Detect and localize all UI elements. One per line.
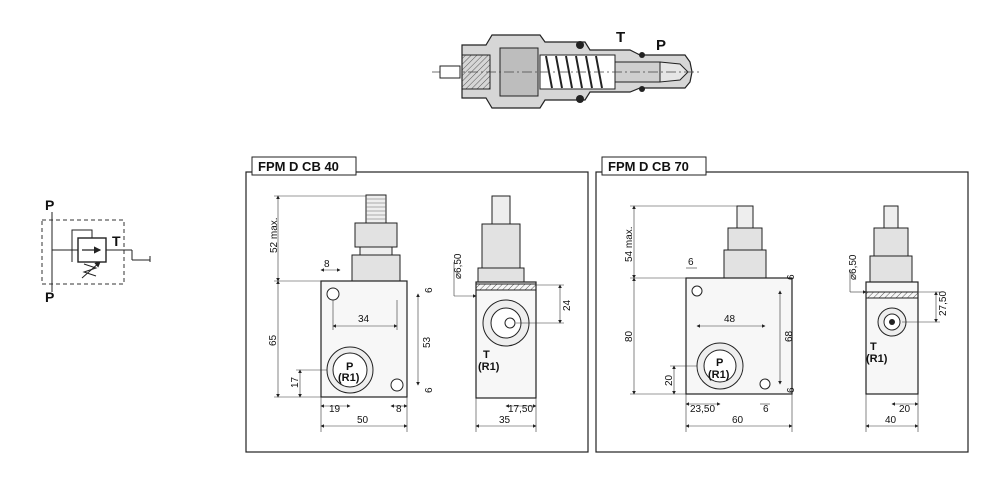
cb40-dim-52max: 52 max. [269,217,280,253]
cb40-dim-17: 17 [290,376,301,388]
cb40-dim-1750: 17,50 [508,404,533,415]
cb70-dia-650: ⌀6,50 [848,254,859,280]
cb70-dim-48: 48 [724,314,736,325]
cb40-dim-65: 65 [268,334,279,346]
cartridge-section: T P [432,29,700,109]
cb40-side-view: T (R1) ⌀6,50 24 17,50 35 [453,195,573,432]
cb40-dim-8: 8 [324,259,330,270]
symbol-port-p-top: P [45,197,54,213]
panel-cb40-frame [245,171,589,453]
spring-symbol [82,263,98,277]
cb70-dim-20: 20 [664,374,675,386]
cb70-side-port: T [870,341,877,353]
cb70-dim-80: 80 [624,330,635,342]
cb70-front-view: P (R1) 54 max. 80 6 6 48 68 6 20 23,50 6 [624,205,797,432]
cb70-dim-6-bottomright: 6 [786,387,797,393]
cb40-dia-650: ⌀6,50 [453,253,464,279]
cb40-dim-35: 35 [499,415,511,426]
panel-cb40-title: FPM D CB 40 [258,159,339,174]
cb40-side-port-code: (R1) [478,361,500,373]
cb70-front-port: P [716,357,723,369]
symbol-dashed-frame [41,219,125,285]
cb40-dim-6-top: 6 [424,287,435,293]
cb70-dim-6-topright: 6 [786,274,797,280]
panel-cb40: FPM D CB 40 P (R1) 52 max. 65 8 [245,156,589,453]
cb40-dim-53: 53 [422,336,433,348]
symbol-port-p-bottom: P [45,289,54,305]
cb40-front-view: P (R1) 52 max. 65 8 34 53 6 6 17 19 [268,194,435,432]
cb70-side-view: T (R1) ⌀6,50 27,50 20 40 [848,205,949,432]
cb70-front-port-code: (R1) [708,369,730,381]
section-port-p: P [656,37,666,54]
section-port-t: T [616,29,625,46]
cb70-dim-6-left: 6 [688,257,694,268]
cb40-dim-8b: 8 [396,404,402,415]
panel-cb70: FPM D CB 70 P (R1) 54 max. 80 6 6 48 [595,156,969,453]
cb40-dim-34: 34 [358,314,370,325]
symbol-port-t: T [112,233,121,249]
cb70-dim-20: 20 [899,404,911,415]
cb70-dim-2750: 27,50 [938,291,949,316]
cb70-side-port-code: (R1) [866,353,888,365]
panel-cb70-title-box [601,156,707,176]
cb40-dim-24: 24 [562,299,573,311]
cb70-dim-2350: 23,50 [690,404,715,415]
cb40-side-port: T [483,349,490,361]
cb40-front-port: P [346,361,353,373]
cb40-front-port-code: (R1) [338,372,360,384]
cb70-dim-6-bottom: 6 [763,404,769,415]
hydraulic-symbol: P P T [41,197,151,305]
cb40-dim-6-bottom: 6 [424,387,435,393]
cb70-dim-60: 60 [732,415,744,426]
cb70-dim-40: 40 [885,415,897,426]
cb70-dim-68: 68 [784,330,795,342]
cb70-dim-54max: 54 max. [624,226,635,262]
cb40-dim-19: 19 [329,404,341,415]
panel-cb40-title-box [251,156,357,176]
panel-cb70-frame [595,171,969,453]
cb40-dim-50: 50 [357,415,369,426]
panel-cb70-title: FPM D CB 70 [608,159,689,174]
